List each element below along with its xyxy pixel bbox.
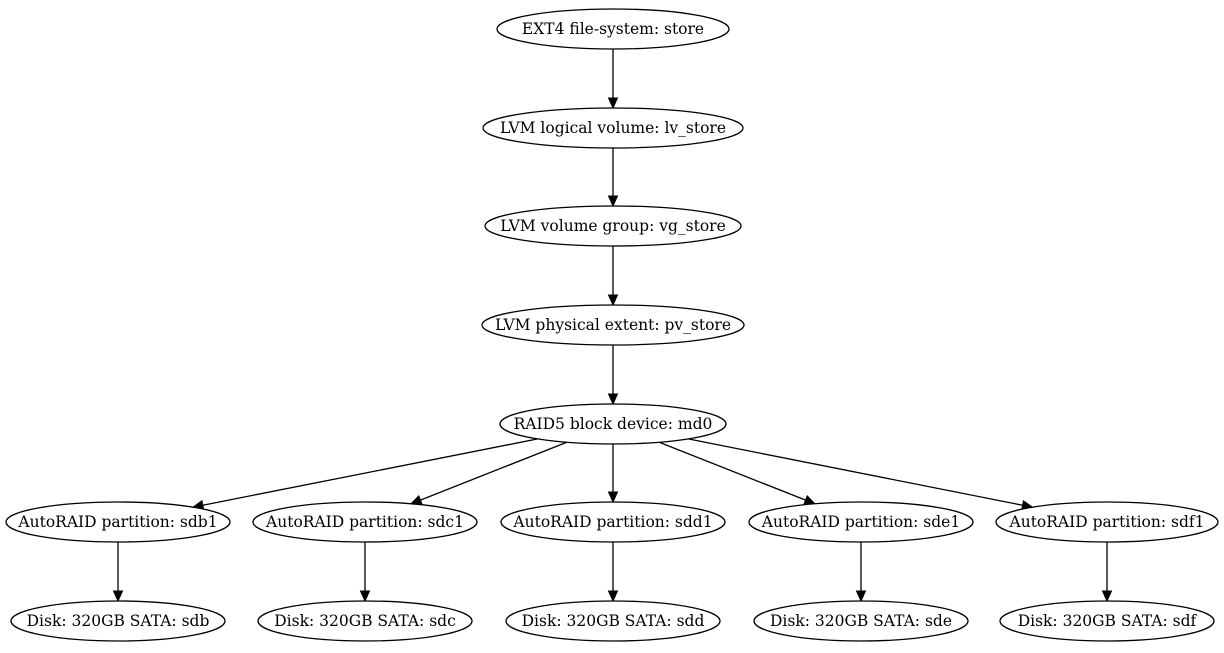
arrow-head <box>607 491 619 504</box>
node-sde: Disk: 320GB SATA: sde <box>753 600 969 642</box>
arrow-head <box>112 590 124 603</box>
node-ellipse <box>10 600 226 642</box>
node-ellipse <box>496 8 730 50</box>
node-sdd1: AutoRAID partition: sdd1 <box>500 501 726 543</box>
node-ext4: EXT4 file-system: store <box>496 8 730 50</box>
node-sdc: Disk: 320GB SATA: sdc <box>257 600 473 642</box>
node-ellipse <box>484 205 742 247</box>
arrow-head <box>607 590 619 603</box>
node-label: Disk: 320GB SATA: sdc <box>274 612 456 630</box>
arrow-head <box>359 590 371 603</box>
arrow-head <box>607 393 619 406</box>
node-label: AutoRAID partition: sdc1 <box>265 513 464 531</box>
node-ellipse <box>482 107 744 149</box>
node-ellipse <box>748 501 974 543</box>
node-label: Disk: 320GB SATA: sde <box>770 612 952 630</box>
edge-md0-to-sde1 <box>658 441 817 505</box>
edge-pv-to-md0 <box>607 345 619 406</box>
edge-md0-to-sdd1 <box>607 444 619 504</box>
node-sdd: Disk: 320GB SATA: sdd <box>505 600 721 642</box>
node-ellipse <box>500 501 726 543</box>
edge-line <box>202 438 538 506</box>
node-label: AutoRAID partition: sdf1 <box>1009 513 1205 531</box>
edge-md0-to-sdc1 <box>409 441 568 505</box>
edge-lv-to-vg <box>607 148 619 208</box>
edge-sdb1-to-sdb <box>112 542 124 603</box>
node-lv: LVM logical volume: lv_store <box>482 107 744 149</box>
node-label: RAID5 block device: md0 <box>514 415 713 433</box>
arrow-head <box>607 97 619 110</box>
node-label: LVM physical extent: pv_store <box>495 316 731 334</box>
edge-sdc1-to-sdc <box>359 542 371 603</box>
node-label: Disk: 320GB SATA: sdb <box>27 612 210 630</box>
node-ellipse <box>499 403 727 445</box>
node-pv: LVM physical extent: pv_store <box>481 304 745 346</box>
edge-vg-to-pv <box>607 246 619 307</box>
arrow-head <box>1101 590 1113 603</box>
node-ellipse <box>252 501 478 543</box>
edge-sde1-to-sde <box>855 542 867 603</box>
node-ellipse <box>995 501 1219 543</box>
node-label: AutoRAID partition: sde1 <box>761 513 960 531</box>
node-label: LVM volume group: vg_store <box>500 217 726 235</box>
node-ellipse <box>5 501 231 543</box>
node-label: Disk: 320GB SATA: sdf <box>1018 612 1198 630</box>
arrow-head <box>803 495 817 505</box>
node-label: AutoRAID partition: sdb1 <box>17 513 217 531</box>
node-sdb: Disk: 320GB SATA: sdb <box>10 600 226 642</box>
arrow-head <box>607 195 619 208</box>
node-sdc1: AutoRAID partition: sdc1 <box>252 501 478 543</box>
node-label: Disk: 320GB SATA: sdd <box>522 612 705 630</box>
arrow-head <box>409 495 423 505</box>
node-ellipse <box>481 304 745 346</box>
node-label: EXT4 file-system: store <box>522 20 704 38</box>
arrow-head <box>607 294 619 307</box>
node-label: AutoRAID partition: sdd1 <box>512 513 712 531</box>
node-ellipse <box>257 600 473 642</box>
node-sdf: Disk: 320GB SATA: sdf <box>999 600 1215 642</box>
node-md0: RAID5 block device: md0 <box>499 403 727 445</box>
node-sdb1: AutoRAID partition: sdb1 <box>5 501 231 543</box>
node-vg: LVM volume group: vg_store <box>484 205 742 247</box>
node-sde1: AutoRAID partition: sde1 <box>748 501 974 543</box>
edge-sdd1-to-sdd <box>607 542 619 603</box>
node-ellipse <box>753 600 969 642</box>
edge-ext4-to-lv <box>607 49 619 110</box>
node-ellipse <box>505 600 721 642</box>
edge-line <box>420 441 568 501</box>
arrow-head <box>855 590 867 603</box>
node-ellipse <box>999 600 1215 642</box>
edge-line <box>688 438 1023 506</box>
node-label: LVM logical volume: lv_store <box>500 119 726 137</box>
edge-line <box>658 441 806 501</box>
node-sdf1: AutoRAID partition: sdf1 <box>995 501 1219 543</box>
edge-sdf1-to-sdf <box>1101 542 1113 603</box>
